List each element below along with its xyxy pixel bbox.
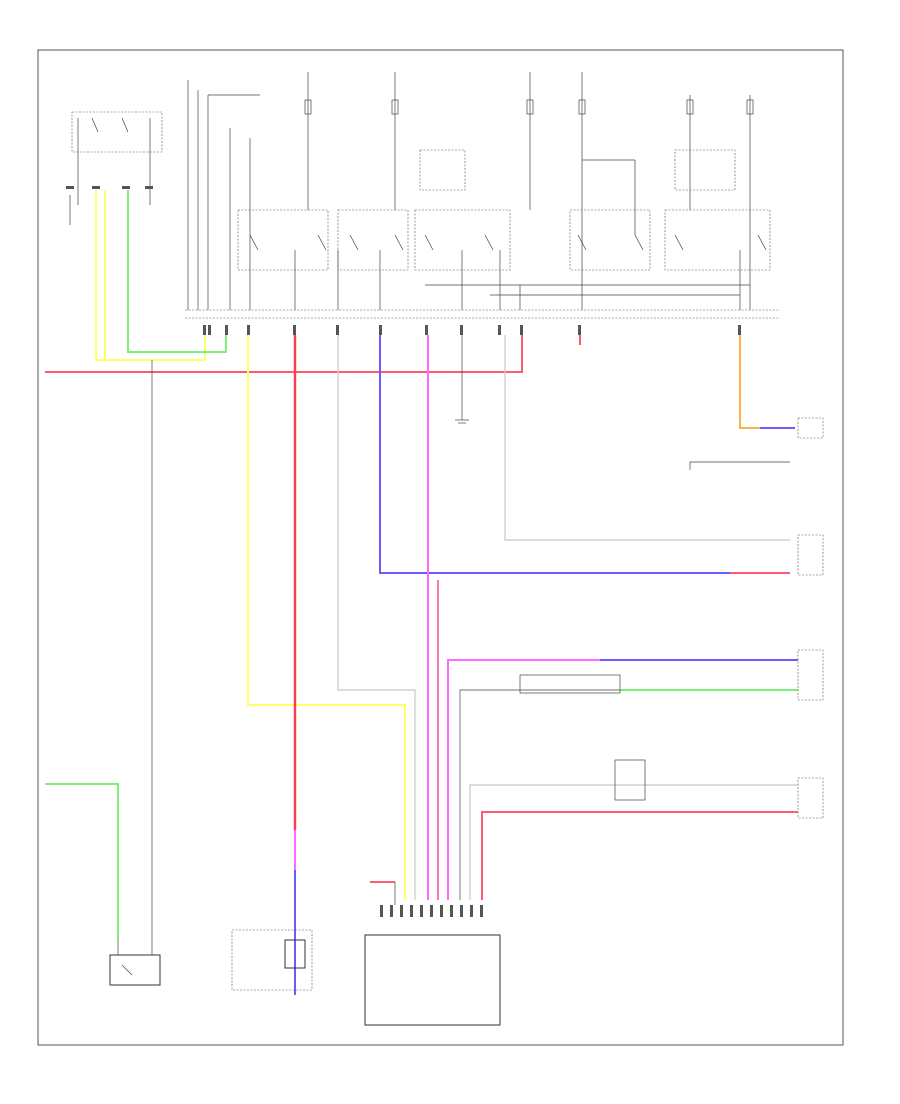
wire-yellow-long: [247, 335, 406, 900]
wire-gray-relay: [504, 335, 790, 541]
diagram-frame: [37, 49, 844, 1046]
bottom-left-switch: [109, 940, 161, 986]
relays: [237, 149, 771, 271]
wire-black-small: [689, 461, 790, 470]
relay-outputs: [294, 250, 750, 310]
wire-green-switch: [127, 190, 227, 353]
wire-red-right-lower: [481, 811, 798, 900]
pressure-switch: [66, 111, 163, 225]
wire-red-main: [45, 335, 523, 373]
wire-gray-right: [469, 784, 798, 900]
wire-gray-1: [337, 335, 416, 900]
ground-symbol: [455, 419, 469, 424]
ecm-module: [364, 881, 501, 1026]
resistor-block: [519, 674, 621, 694]
wire-yellow-switch: [95, 190, 206, 361]
wire-black-right: [459, 689, 620, 900]
wire-green-bottom: [45, 783, 119, 940]
connector-pins: [203, 325, 741, 335]
bottom-mid-sensor: [231, 929, 313, 991]
wire-magenta-right: [447, 659, 600, 900]
right-terminals: [797, 417, 824, 819]
wire-blue-right: [379, 335, 730, 574]
power-feeds: [187, 72, 751, 310]
inline-component: [614, 759, 646, 801]
fuses: [304, 99, 754, 115]
wire-orange: [739, 335, 760, 429]
